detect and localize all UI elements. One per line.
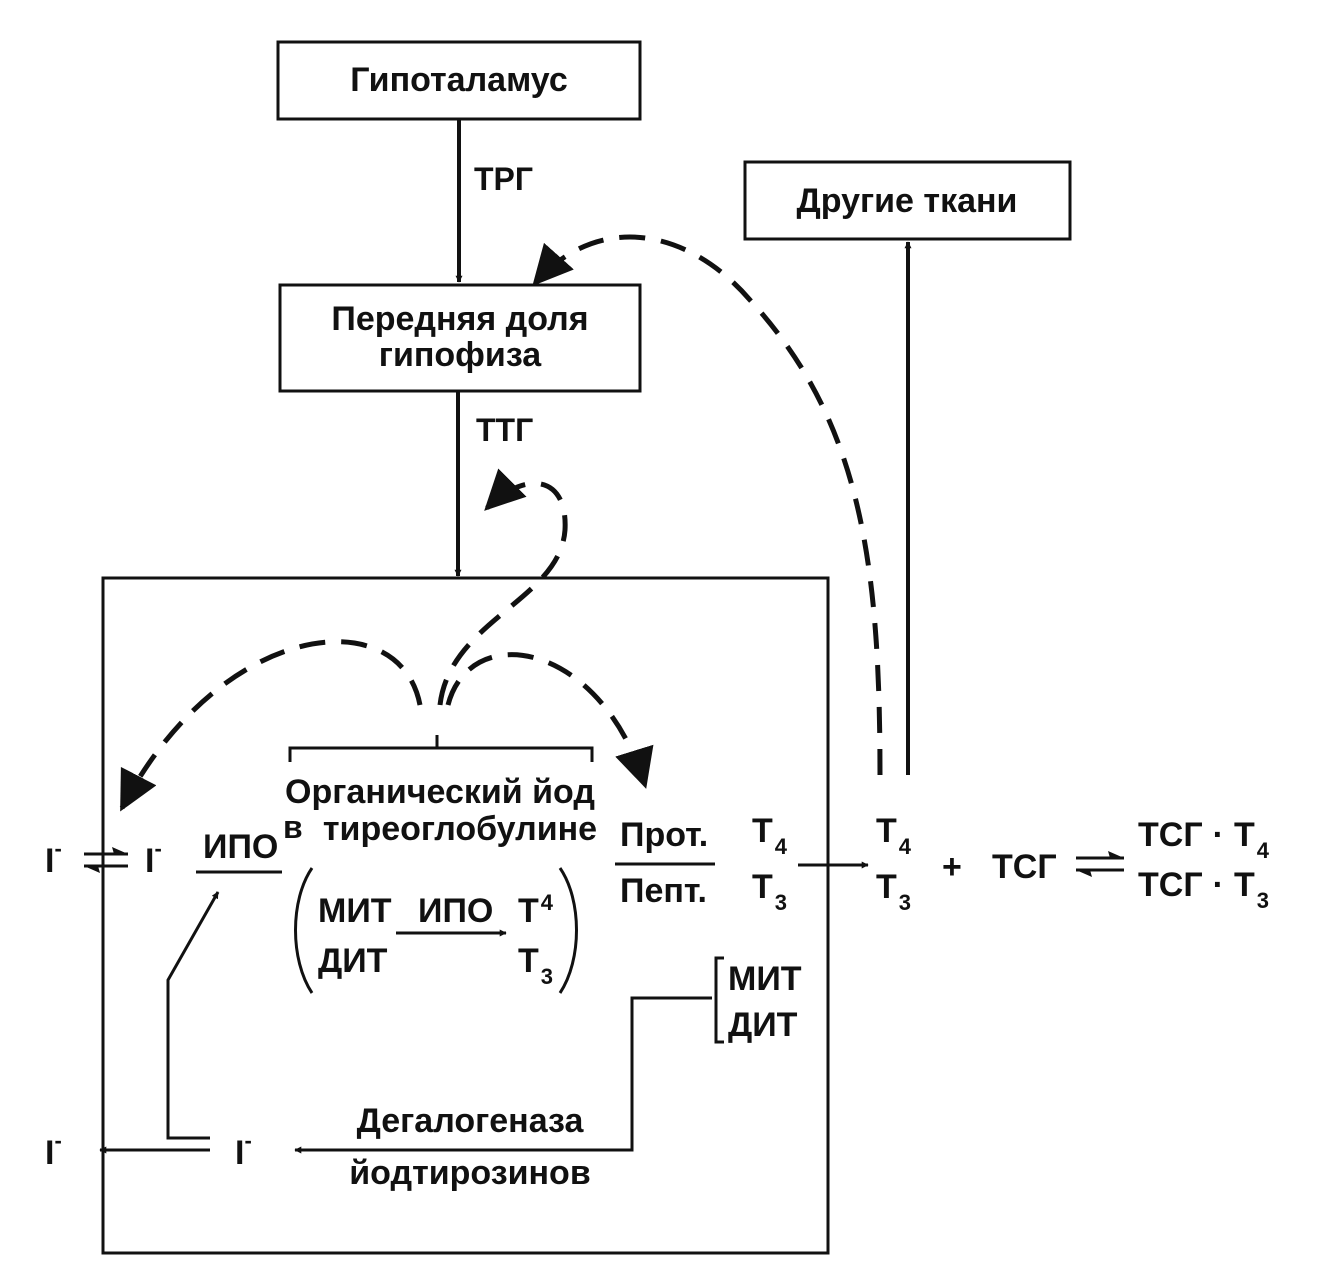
iodide-reuse-arrow (166, 891, 220, 1140)
left-paren (294, 867, 314, 994)
binding-forward-head (1108, 851, 1124, 858)
uptake-forward-head (112, 847, 128, 854)
extracellular-iodide: I- (45, 836, 62, 880)
tbg-t4-complex: ТСГ·Т4 (1138, 816, 1270, 863)
pituitary-label-line2: гипофиза (379, 336, 542, 374)
thyroglobulin-label: тиреоглобулине (323, 810, 597, 848)
coupling-t4: Т4 (518, 890, 554, 930)
hypothalamus-label: Гипоталамус (350, 61, 568, 99)
recycled-iodide: I- (235, 1128, 252, 1172)
tbg-label: ТСГ (992, 848, 1057, 886)
tbg-t3-complex: ТСГ·Т3 (1138, 866, 1269, 913)
plus-sign: + (942, 848, 962, 886)
gland-t4: Т4 (752, 812, 788, 859)
mit-label: МИТ (318, 892, 392, 930)
organic-iodine-label: Органический йод (285, 773, 595, 811)
uptake-reverse-head (84, 866, 100, 873)
thyroid-gland-box (101, 576, 830, 1255)
leaked-iodide: I- (45, 1128, 62, 1172)
blood-t4: Т4 (876, 812, 912, 859)
pituitary-label-line1: Передняя доля (331, 300, 588, 338)
trh-label: ТРГ (474, 161, 533, 197)
dehalogenase-label-line1: Дегалогеназа (357, 1102, 585, 1140)
released-dit-label: ДИТ (728, 1006, 798, 1044)
intracellular-iodide: I- (145, 836, 162, 880)
mit-dit-bracket (714, 956, 724, 1044)
dit-label: ДИТ (318, 942, 388, 980)
organic-iodine-bracket (288, 735, 594, 762)
in-prefix: в (283, 809, 303, 845)
gland-t3: Т3 (752, 868, 787, 915)
tsh-label: ТТГ (476, 412, 533, 448)
blood-t3: Т3 (876, 868, 911, 915)
coupling-tpo-label: ИПО (418, 892, 493, 930)
hypothalamus-box (276, 40, 642, 121)
feedback-to-tsh-arrow (437, 468, 568, 706)
prot-label: Прот. (620, 816, 708, 854)
dehalogenase-label-line2: йодтирозинов (349, 1154, 590, 1192)
coupling-t3: Т3 (518, 942, 553, 989)
dashed-arrow-to-iodide (119, 639, 423, 812)
right-paren (558, 867, 578, 994)
binding-reverse-head (1076, 870, 1092, 877)
other-tissues-box (743, 160, 1072, 241)
dehalogenase-arrow (294, 996, 712, 1154)
released-mit-label: МИТ (728, 960, 802, 998)
feedback-to-pituitary-arrow (532, 234, 883, 776)
pept-label: Пепт. (620, 872, 707, 910)
pituitary-box (278, 283, 642, 393)
dashed-arrow-to-proteolysis (445, 652, 654, 789)
other-tissues-label: Другие ткани (797, 182, 1018, 220)
tpo-label: ИПО (203, 828, 278, 866)
